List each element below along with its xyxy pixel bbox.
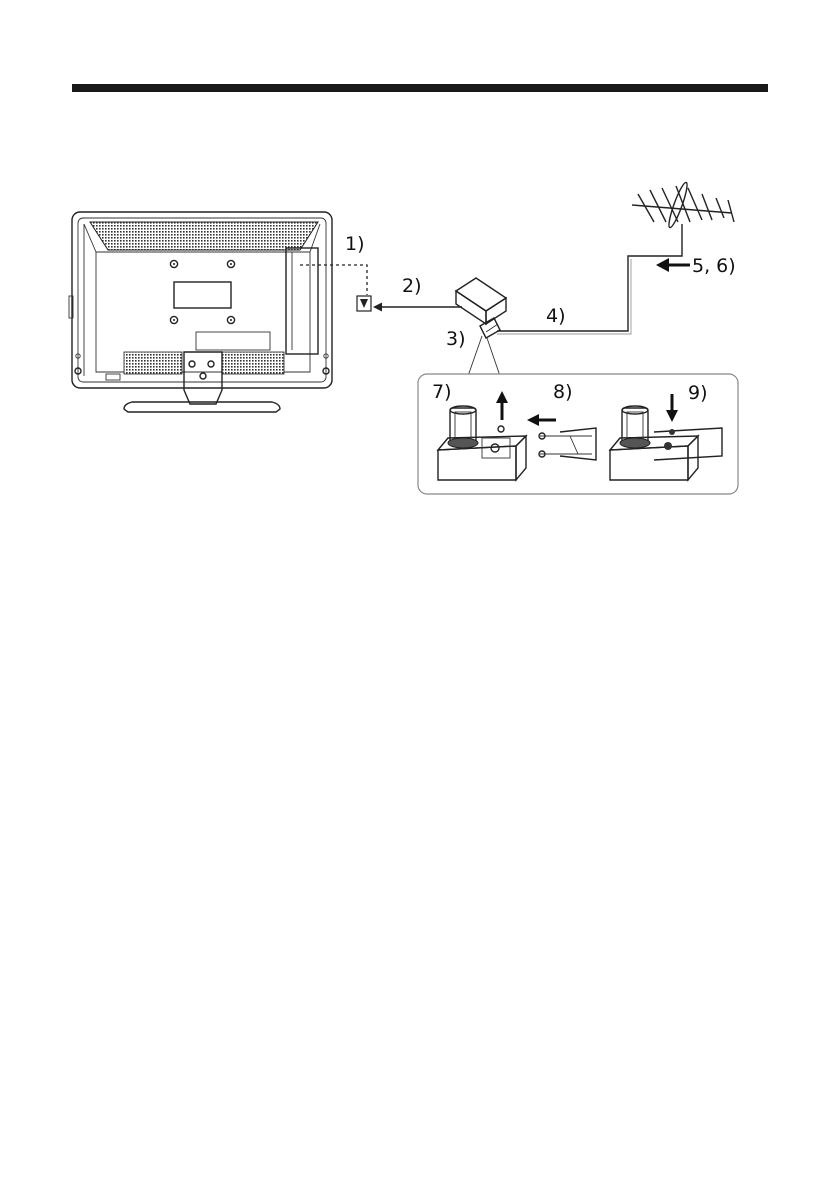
antenna-socket-icon (357, 296, 371, 311)
arrow-to-socket (373, 303, 462, 312)
vesa-screw (170, 260, 234, 323)
aerial-antenna-icon (632, 181, 734, 229)
step-label-2: 2) (402, 275, 422, 297)
step-label-8: 8) (553, 381, 573, 403)
step-label-3: 3) (446, 328, 466, 350)
arrow-to-antenna (656, 258, 690, 272)
step-label-9: 9) (688, 382, 708, 404)
tv-rear-view (69, 212, 332, 412)
step-label-1: 1) (345, 233, 365, 255)
step-label-4: 4) (546, 305, 566, 327)
antenna-cable (497, 224, 682, 331)
step-label-7: 7) (432, 381, 452, 403)
step-label-5-6: 5, 6) (692, 255, 736, 277)
